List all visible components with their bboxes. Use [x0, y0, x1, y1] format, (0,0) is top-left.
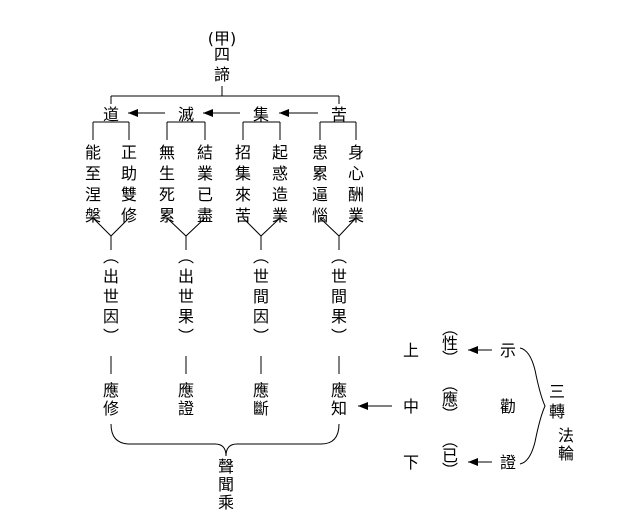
turning-paren: ︵已︶	[442, 431, 458, 480]
truth-ku: 苦	[331, 105, 347, 124]
level-upper: 上	[403, 341, 419, 360]
response-text: 應證	[178, 381, 194, 418]
category-text: ︵出世果︶	[178, 247, 194, 346]
vehicle-text: 聲聞乘	[218, 457, 234, 512]
response-texts: 應修 應證 應斷 應知	[103, 381, 347, 418]
turnings-brace	[519, 347, 546, 465]
bottom-brace	[110, 423, 340, 457]
turning-parens: ︵性︶ ︵應︶ ︵已︶	[442, 319, 458, 480]
response-text: 應斷	[253, 381, 269, 418]
truth-ji: 集	[253, 105, 269, 124]
truth-dao: 道	[103, 105, 119, 124]
level-middle: 中	[403, 397, 419, 416]
turn-prove: 證	[500, 453, 516, 472]
branch-brackets	[92, 121, 357, 140]
turning-paren: ︵應︶	[442, 375, 458, 424]
turning-paren: ︵性︶	[442, 319, 458, 368]
response-text: 應知	[331, 381, 347, 418]
branch-text: 起惑造業	[272, 143, 288, 225]
branch-text: 患累逼惱	[312, 143, 328, 225]
vehicle-label: 聲聞乘	[218, 457, 234, 512]
converge-lines	[92, 217, 357, 250]
level-lower: 下	[403, 453, 419, 472]
title-bracket	[110, 86, 340, 104]
response-text: 應修	[103, 381, 119, 418]
turn-show: 示	[500, 341, 516, 360]
turning-label-col2: 法輪	[558, 426, 574, 463]
title-char-1: 四	[214, 45, 230, 64]
turning-label-col1: 三轉	[549, 382, 565, 421]
branch-text: 結業已盡	[197, 143, 213, 225]
category-text: ︵世間果︶	[331, 247, 347, 346]
title-marker: (甲)	[208, 29, 237, 48]
branch-text: 能至涅槃	[85, 143, 101, 225]
branch-text: 招集來苦	[235, 143, 251, 225]
branch-texts: 能至涅槃 正助雙修 無生死累 結業已盡 招集來苦 起惑造業 患累逼惱 身心酬業	[85, 143, 364, 225]
branch-text: 正助雙修	[121, 143, 137, 225]
response-connectors	[110, 356, 340, 374]
category-texts: ︵出世因︶ ︵出世果︶ ︵世間因︶ ︵世間果︶	[103, 247, 347, 346]
turn-urge: 勸	[500, 397, 516, 416]
branch-text: 無生死累	[159, 143, 175, 225]
branch-text: 身心酬業	[348, 143, 364, 225]
truth-mie: 滅	[178, 105, 194, 124]
category-text: ︵出世因︶	[103, 247, 119, 346]
category-text: ︵世間因︶	[253, 247, 269, 346]
title-char-2: 諦	[214, 65, 230, 84]
